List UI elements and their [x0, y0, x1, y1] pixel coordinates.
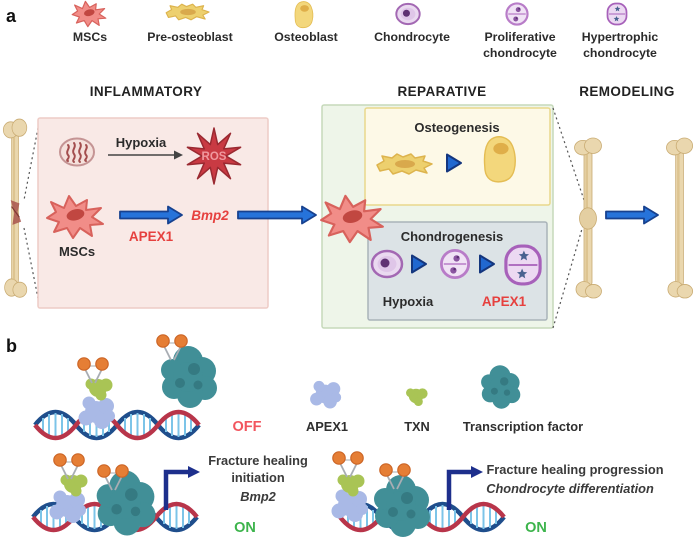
hypoxia-label-inflammatory: Hypoxia: [116, 135, 167, 150]
txn-legend-label: TXN: [404, 419, 430, 434]
zoom-dotted-lines-right: [552, 107, 585, 329]
protein-legend: APEX1 TXN Transcription factor: [306, 365, 583, 434]
initiation-text-2: initiation: [231, 470, 284, 485]
osteogenesis-title: Osteogenesis: [414, 120, 499, 135]
proliferative-chondrocyte-reparative: [439, 248, 471, 280]
initiation-gene: Bmp2: [240, 489, 276, 504]
phase-title-reparative: REPARATIVE: [397, 84, 486, 99]
dna-helix-off: [35, 412, 199, 438]
legend-label-proliferative-2: chondrocyte: [483, 46, 557, 60]
legend-label-hypertrophic: Hypertrophic: [582, 30, 659, 44]
hypoxia-label-reparative: Hypoxia: [383, 294, 434, 309]
hypoxia-to-ros-arrow: [108, 150, 183, 160]
mscs-label: MSCs: [59, 244, 95, 259]
panel-a-label: a: [6, 6, 17, 26]
healed-bone-icon: [665, 137, 694, 299]
phase-arrow-2: [605, 205, 659, 225]
osteogenesis-box: Osteogenesis: [364, 107, 551, 206]
txn-legend-icon: [406, 388, 428, 406]
legend-label-mscs: MSCs: [73, 30, 107, 44]
legend-label-pre-osteoblast: Pre-osteoblast: [147, 30, 232, 44]
progression-text-2: Chondrocyte differentiation: [486, 481, 654, 496]
osteoblast-icon: [294, 1, 314, 29]
tf-legend-icon: [481, 365, 521, 409]
apex1-legend-label: APEX1: [306, 419, 348, 434]
hypertrophic-chondrocyte-reparative: [506, 246, 540, 284]
initiation-complex: [33, 452, 200, 536]
apex1-protein-initiation: [49, 490, 86, 523]
bmp2-label: Bmp2: [191, 208, 229, 223]
ros-label: ROS: [202, 151, 227, 163]
zoom-dotted-lines-left: [23, 117, 41, 309]
chondrocyte-icon: [395, 2, 421, 26]
chondrogenesis-box: Chondrogenesis Hypoxia APEX1: [367, 221, 548, 321]
legend-label-hypertrophic-2: chondrocyte: [583, 46, 657, 60]
progression-complex: [331, 450, 505, 537]
callus-bone-icon: [575, 138, 602, 298]
apex1-label-reparative: APEX1: [482, 294, 527, 309]
msc-cell-icon: [71, 0, 107, 28]
on-label-left: ON: [234, 520, 256, 536]
phase-title-remodeling: REMODELING: [579, 84, 675, 99]
progression-text-1: Fracture healing progression: [486, 462, 663, 477]
initiation-text-1: Fracture healing: [208, 453, 308, 468]
off-label: OFF: [233, 419, 262, 435]
oxidized-residues-txn-progression: [331, 450, 365, 478]
cell-legend: MSCs Pre-osteoblast Osteoblast Chondrocy…: [71, 0, 659, 60]
legend-label-chondrocyte: Chondrocyte: [374, 30, 450, 44]
mitochondria-icon: [59, 137, 95, 167]
off-state-complex: [35, 333, 217, 438]
legend-label-proliferative: Proliferative: [484, 30, 555, 44]
proliferative-chondrocyte-icon: [505, 2, 529, 26]
legend-label-osteoblast: Osteoblast: [274, 30, 338, 44]
reparative-box: Osteogenesis Chondrogenesis Hypoxia APEX…: [320, 104, 554, 329]
on-label-right: ON: [525, 520, 547, 536]
apex1-label-inflammatory: APEX1: [129, 229, 174, 244]
chondrogenesis-title: Chondrogenesis: [401, 229, 504, 244]
fractured-bone-icon: [3, 119, 26, 297]
osteoblast-reparative: [483, 136, 516, 183]
phase-title-inflammatory: INFLAMMATORY: [90, 84, 203, 99]
chondrocyte-reparative: [370, 249, 404, 279]
apex1-legend-icon: [310, 380, 342, 409]
hypertrophic-chondrocyte-icon: [608, 4, 627, 25]
inflammatory-box: Hypoxia ROS MSCs Bmp2 APEX1: [37, 117, 269, 309]
pre-osteoblast-icon: [165, 3, 210, 21]
panel-b-label: b: [6, 336, 17, 356]
transcription-factor-progression: [374, 475, 430, 537]
tf-legend-label: Transcription factor: [463, 419, 583, 434]
